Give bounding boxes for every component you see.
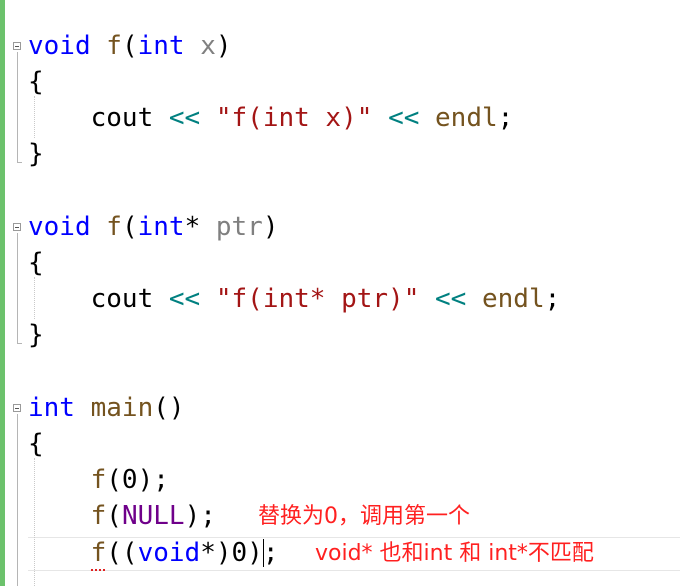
indent-guide — [34, 277, 35, 319]
code-token: "f(int* ptr)" — [215, 284, 420, 314]
code-token: endl — [435, 103, 498, 133]
code-token: } — [28, 320, 44, 350]
fold-rail-end — [17, 162, 22, 163]
annotation-note-1: 替换为0，调用第一个 — [258, 504, 470, 529]
fold-rail — [17, 414, 18, 586]
code-token — [91, 212, 107, 242]
fold-rail-end — [17, 343, 22, 344]
code-token — [200, 284, 216, 314]
code-token: int — [28, 393, 75, 423]
code-token — [28, 465, 91, 495]
text-caret — [262, 539, 264, 567]
code-line[interactable]: { — [28, 247, 44, 279]
code-token: f — [90, 538, 107, 568]
code-token: << — [388, 103, 420, 133]
code-line[interactable]: } — [28, 138, 44, 170]
code-token — [91, 31, 107, 61]
code-token: cout — [28, 284, 169, 314]
code-token: () — [153, 393, 185, 423]
code-token: main — [90, 393, 154, 423]
code-token — [200, 103, 216, 133]
code-token — [75, 393, 91, 423]
indent-guide — [34, 458, 35, 586]
code-token: (( — [106, 538, 138, 568]
code-line[interactable]: { — [28, 428, 44, 460]
code-token: void — [137, 538, 201, 568]
code-token: ptr — [215, 212, 263, 242]
code-token: ( — [121, 212, 138, 242]
annotation-note-2: void* 也和int 和 int*不匹配 — [315, 541, 594, 566]
code-line[interactable]: f(0); — [28, 464, 169, 496]
code-line[interactable]: cout << "f(int x)" << endl; — [28, 102, 514, 134]
code-token: int — [137, 212, 185, 242]
collapse-toggle-icon[interactable] — [13, 404, 21, 412]
code-token: f — [106, 31, 122, 61]
code-token — [372, 103, 388, 133]
current-line-highlight — [28, 537, 680, 571]
collapse-toggle-icon[interactable] — [13, 42, 21, 50]
fold-rail — [17, 52, 18, 162]
code-line[interactable]: f((void*)0); — [28, 537, 279, 569]
code-token — [28, 538, 91, 568]
code-line[interactable]: cout << "f(int* ptr)" << endl; — [28, 283, 561, 315]
code-token: *)0); — [200, 538, 279, 568]
code-token: endl — [481, 284, 545, 314]
code-token — [466, 284, 482, 314]
code-token: (0); — [106, 465, 169, 495]
code-token: f — [90, 501, 107, 531]
code-line[interactable]: void f(int x) — [28, 30, 232, 62]
collapse-toggle-icon[interactable] — [13, 223, 21, 231]
code-line[interactable]: void f(int* ptr) — [28, 211, 279, 243]
code-token: { — [28, 429, 44, 459]
code-token: x — [200, 31, 216, 61]
code-token: ( — [121, 31, 138, 61]
code-token: ) — [262, 212, 279, 242]
code-token: ; — [497, 103, 514, 133]
code-token: void — [28, 212, 91, 242]
code-line[interactable]: f(NULL); — [28, 500, 216, 532]
indent-guide — [34, 96, 35, 138]
code-token: "f(int x)" — [215, 103, 373, 133]
code-token: NULL — [121, 501, 185, 531]
code-token: cout — [28, 103, 169, 133]
fold-rail — [17, 233, 18, 343]
code-line[interactable]: int main() — [28, 392, 185, 424]
code-token: f — [90, 465, 107, 495]
code-line[interactable]: { — [28, 66, 44, 98]
code-token — [419, 284, 435, 314]
code-token: * — [184, 212, 216, 242]
code-token — [185, 31, 201, 61]
code-token: << — [168, 284, 201, 314]
error-squiggle — [90, 565, 105, 571]
code-token: int — [137, 31, 185, 61]
code-token: ) — [215, 31, 232, 61]
code-token: { — [28, 248, 44, 278]
code-token: << — [435, 284, 467, 314]
code-token: f — [106, 212, 122, 242]
code-line[interactable]: } — [28, 319, 44, 351]
code-token: { — [28, 67, 44, 97]
code-token: ( — [106, 501, 122, 531]
code-token: ); — [184, 501, 216, 531]
code-token: } — [28, 139, 44, 169]
change-tracking-bar — [0, 0, 5, 586]
code-token: ; — [544, 284, 561, 314]
code-token: << — [168, 103, 201, 133]
code-token — [419, 103, 435, 133]
code-token — [28, 501, 91, 531]
code-token: void — [28, 31, 91, 61]
